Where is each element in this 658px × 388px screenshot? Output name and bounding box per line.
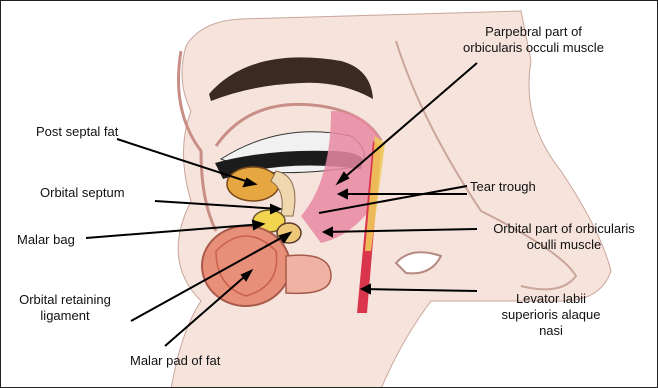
label-orbital-septum: Orbital septum (40, 185, 125, 201)
label-orbital-part: Orbital part of orbicularis oculli muscl… (473, 221, 655, 253)
label-tear-trough: Tear trough (470, 179, 536, 195)
label-post-septal-fat: Post septal fat (36, 124, 118, 140)
label-levator-labii: Levator labii superioris alaque nasi (481, 291, 621, 339)
label-parpebral-part: Parpebral part of orbicularis occuli mus… (441, 24, 626, 56)
label-malar-pad: Malar pad of fat (130, 353, 220, 369)
label-orbital-retaining-ligament: Orbital retaining ligament (5, 292, 125, 324)
malar-pad-extension (286, 255, 331, 293)
label-malar-bag: Malar bag (17, 232, 75, 248)
